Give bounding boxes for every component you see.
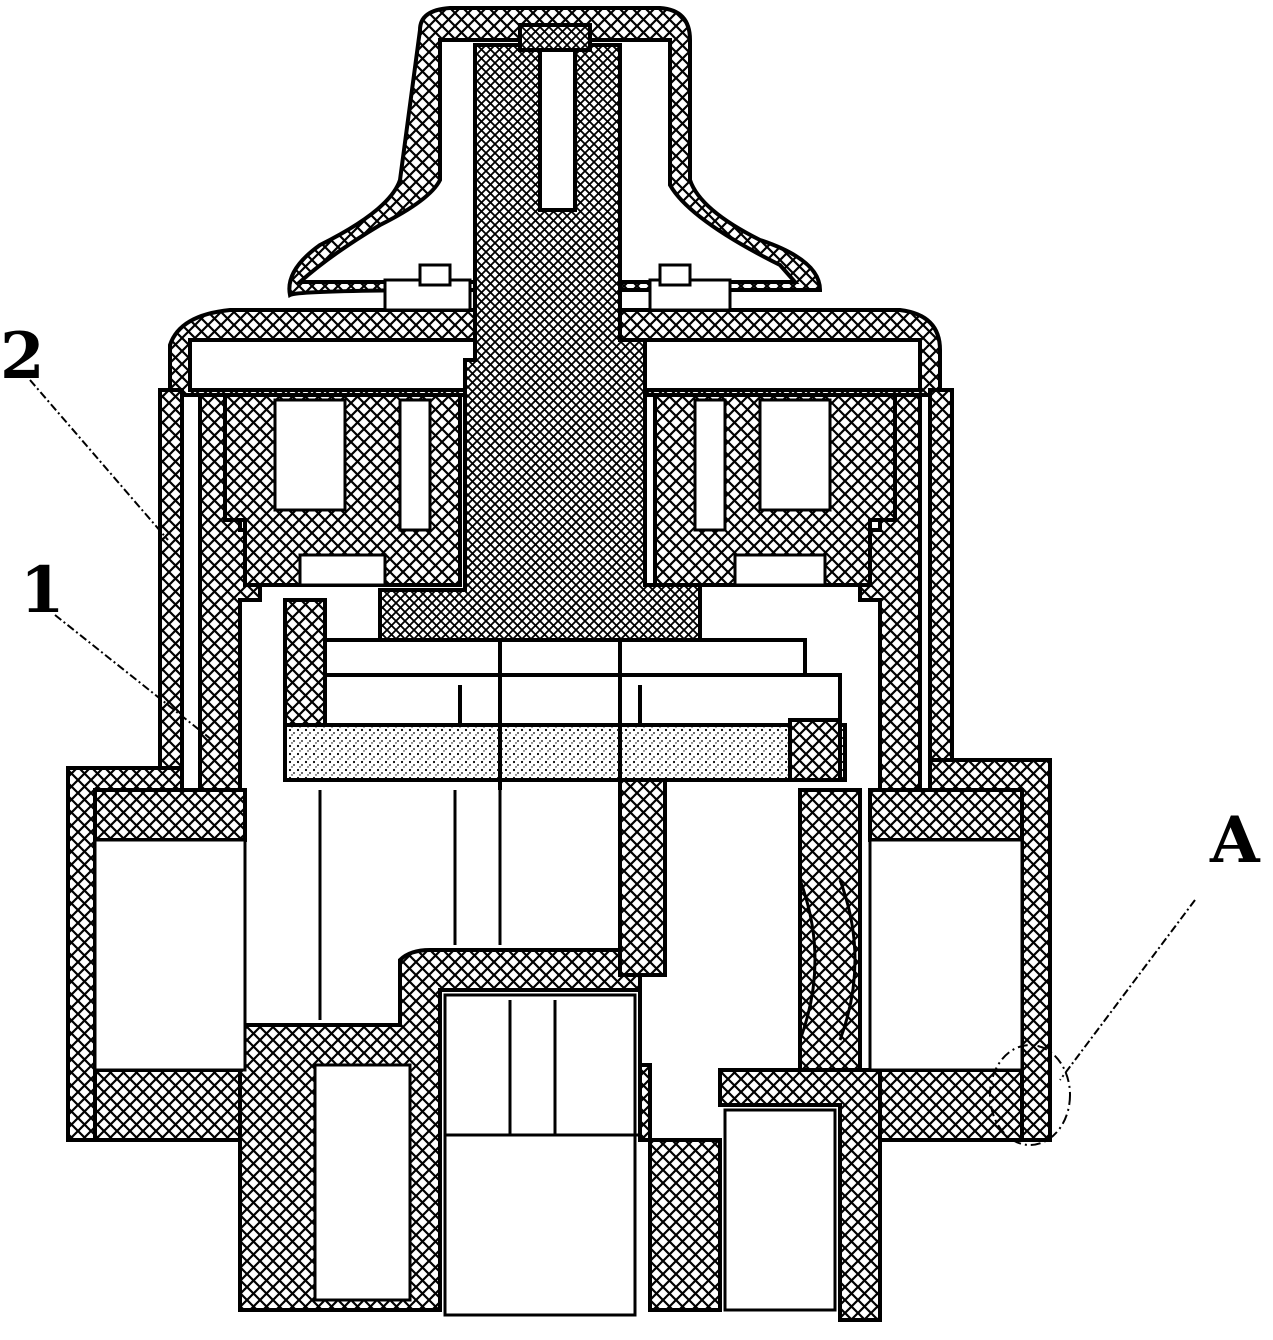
outer-shell <box>66 6 1052 1142</box>
detail-a-circle <box>989 1044 1071 1146</box>
screw-head <box>518 23 592 52</box>
body-cavities <box>93 790 1024 1317</box>
shell-right-wall <box>928 388 954 772</box>
label-part-1: 1 <box>20 553 65 628</box>
leader-a <box>1059 899 1196 1081</box>
leader-lines <box>29 379 1196 1146</box>
middle-disc <box>283 673 842 727</box>
label-detail-a: A <box>1209 803 1261 878</box>
leader-2 <box>29 379 169 541</box>
leader-1 <box>54 614 213 741</box>
spring-detail <box>798 879 857 1041</box>
ceramic-disc <box>283 723 847 782</box>
label-part-2: 2 <box>0 319 45 394</box>
shell-left-wall <box>158 388 184 772</box>
valve-discs <box>283 598 847 790</box>
